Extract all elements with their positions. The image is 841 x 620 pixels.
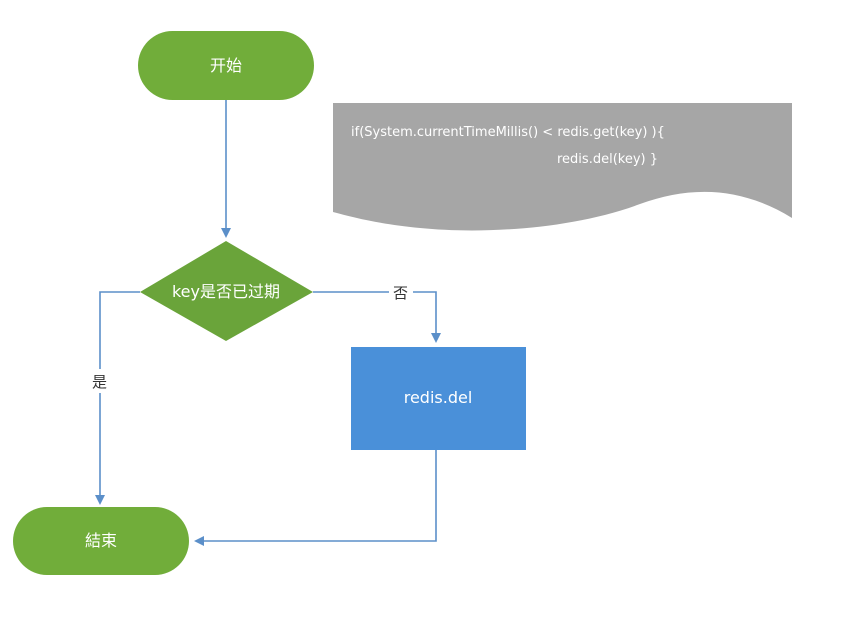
connectors bbox=[95, 100, 441, 546]
no-label-background bbox=[389, 281, 413, 303]
decision-node-shape bbox=[140, 241, 313, 341]
start-node-shape bbox=[138, 31, 314, 100]
code-line-1: if(System.currentTimeMillis() < redis.ge… bbox=[351, 125, 665, 140]
code-line-2: redis.del(key) } bbox=[557, 152, 658, 167]
code-note-shape bbox=[333, 103, 792, 231]
yes-label-background bbox=[89, 369, 111, 393]
end-node: 結束 bbox=[13, 507, 189, 575]
decision-node: key是否已过期 bbox=[140, 241, 313, 341]
connector-process-to-end bbox=[194, 450, 437, 546]
start-node: 开始 bbox=[138, 31, 314, 100]
end-node-label: 結束 bbox=[85, 531, 117, 550]
process-node-label: redis.del bbox=[404, 388, 473, 407]
process-node-shape bbox=[351, 347, 526, 450]
decision-node-label: key是否已过期 bbox=[172, 282, 280, 301]
edge-label-no: 否 bbox=[393, 284, 408, 302]
end-node-shape bbox=[13, 507, 189, 575]
connector-decision-to-process bbox=[313, 291, 441, 343]
start-node-label: 开始 bbox=[210, 56, 242, 75]
code-note: if(System.currentTimeMillis() < redis.ge… bbox=[333, 103, 792, 231]
process-node: redis.del bbox=[351, 347, 526, 450]
connector-decision-to-end bbox=[95, 291, 140, 505]
edge-label-yes: 是 bbox=[92, 373, 107, 391]
